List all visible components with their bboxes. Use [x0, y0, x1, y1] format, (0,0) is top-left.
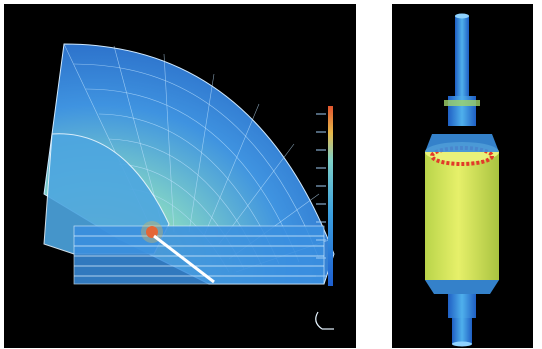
- rotor-3d-model: [425, 13, 499, 347]
- diagonal-highlight: [153, 234, 215, 284]
- fea-sector-plot: [43, 43, 335, 330]
- shaft-bottom: [448, 294, 476, 318]
- legend-color-bar: [328, 106, 333, 286]
- rotor-model-panel: [392, 4, 533, 348]
- legend-ticks: [316, 113, 326, 277]
- axis-triad-icon: [315, 311, 334, 330]
- front-block-layers: [73, 225, 325, 285]
- fea-mesh-sector-panel: [4, 4, 356, 348]
- rotor-core: [425, 152, 499, 280]
- shaft-top: [455, 16, 469, 96]
